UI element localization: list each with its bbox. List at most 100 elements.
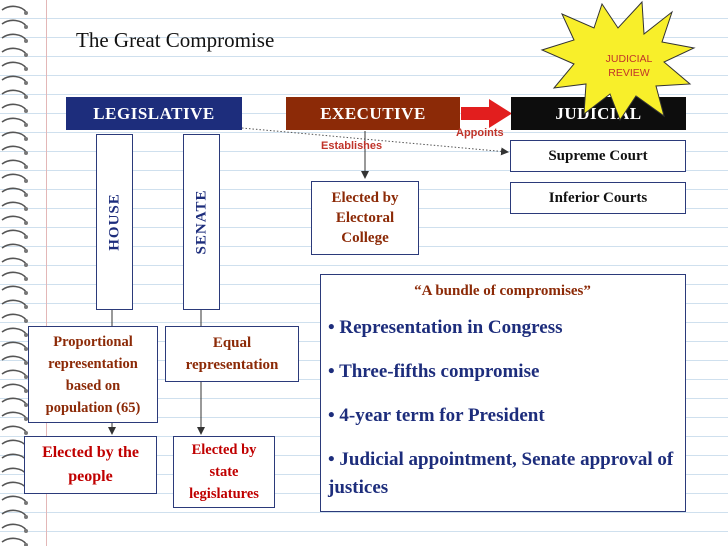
- executive-branch-box: EXECUTIVE: [286, 97, 460, 130]
- spiral-hole: [24, 179, 28, 183]
- spiral-hole: [24, 53, 28, 57]
- spiral-ring: [1, 523, 27, 531]
- spiral-ring: [1, 537, 27, 545]
- spiral-hole: [24, 193, 28, 197]
- spiral-ring: [1, 271, 27, 279]
- spiral-ring: [1, 299, 27, 307]
- spiral-ring: [1, 47, 27, 55]
- spiral-hole: [24, 319, 28, 323]
- proportional-line-3: based on: [65, 377, 121, 394]
- spiral-ring: [1, 19, 27, 27]
- proportional-line-1: Proportional: [53, 333, 133, 350]
- spiral-hole: [24, 277, 28, 281]
- page-title: The Great Compromise: [76, 28, 275, 52]
- spiral-ring: [1, 201, 27, 209]
- proportional-line-2: representation: [48, 355, 138, 372]
- spiral-ring: [1, 383, 27, 391]
- spiral-hole: [24, 389, 28, 393]
- electoral-college-box: Elected by Electoral College: [311, 181, 419, 255]
- equal-line-1: Equal: [212, 335, 252, 351]
- compromise-item-text: 4-year term for President: [339, 405, 545, 426]
- judicial-review-label: JUDICIAL REVIEW: [591, 52, 667, 80]
- spiral-hole: [24, 431, 28, 435]
- spiral-hole: [24, 11, 28, 15]
- spiral-ring: [1, 327, 27, 335]
- supreme-court-box: Supreme Court: [510, 140, 686, 172]
- compromise-item-text: Judicial appointment, Senate approval of…: [328, 449, 674, 498]
- spiral-ring: [1, 285, 27, 293]
- spiral-hole: [24, 25, 28, 29]
- spiral-ring: [1, 89, 27, 97]
- notebook-spiral-binding: [1, 5, 28, 546]
- compromise-item: • 4-year term for President: [328, 405, 545, 426]
- spiral-hole: [24, 137, 28, 141]
- compromises-title: “A bundle of compromises”: [414, 283, 591, 299]
- people-line-2: people: [68, 468, 113, 485]
- spiral-ring: [1, 145, 27, 153]
- spiral-ring: [1, 215, 27, 223]
- spiral-hole: [24, 361, 28, 365]
- spiral-ring: [1, 5, 27, 13]
- spiral-hole: [24, 165, 28, 169]
- compromise-item: • Judicial appointment, Senate approval …: [328, 449, 674, 498]
- spiral-ring: [1, 495, 27, 503]
- senate-label: SENATE: [193, 189, 209, 255]
- legislatures-line-3: legislatures: [189, 486, 259, 502]
- spiral-hole: [24, 375, 28, 379]
- notebook-margin-line: [46, 0, 47, 546]
- house-chamber-box: HOUSE: [96, 134, 133, 310]
- spiral-ring: [1, 117, 27, 125]
- spiral-hole: [24, 235, 28, 239]
- compromises-box: “A bundle of compromises” • Representati…: [320, 274, 686, 512]
- compromise-item: • Three-fifths compromise: [328, 361, 540, 382]
- spiral-ring: [1, 131, 27, 139]
- electoral-line-1: Elected by: [331, 190, 399, 206]
- spiral-hole: [24, 417, 28, 421]
- judicial-review-starburst: [540, 0, 696, 122]
- spiral-ring: [1, 61, 27, 69]
- executive-to-judicial-arrow-head: [489, 99, 512, 128]
- inferior-courts-box: Inferior Courts: [510, 182, 686, 214]
- spiral-hole: [24, 249, 28, 253]
- spiral-hole: [24, 529, 28, 533]
- spiral-hole: [24, 221, 28, 225]
- legislative-branch-box: LEGISLATIVE: [66, 97, 242, 130]
- spiral-hole: [24, 347, 28, 351]
- judicial-review-line-1: JUDICIAL: [605, 53, 653, 65]
- spiral-hole: [24, 151, 28, 155]
- spiral-ring: [1, 33, 27, 41]
- spiral-ring: [1, 509, 27, 517]
- spiral-hole: [24, 501, 28, 505]
- spiral-hole: [24, 305, 28, 309]
- spiral-ring: [1, 75, 27, 83]
- spiral-hole: [24, 39, 28, 43]
- elected-by-legislatures-box: Elected by state legislatures: [173, 436, 275, 508]
- spiral-hole: [24, 263, 28, 267]
- spiral-ring: [1, 411, 27, 419]
- proportional-representation-box: Proportional representation based on pop…: [28, 326, 158, 423]
- spiral-hole: [24, 95, 28, 99]
- spiral-ring: [1, 341, 27, 349]
- spiral-hole: [24, 67, 28, 71]
- equal-line-2: representation: [185, 357, 279, 373]
- spiral-hole: [24, 123, 28, 127]
- spiral-hole: [24, 109, 28, 113]
- spiral-hole: [24, 81, 28, 85]
- spiral-hole: [24, 207, 28, 211]
- compromise-item-text: Representation in Congress: [339, 317, 563, 338]
- spiral-ring: [1, 173, 27, 181]
- equal-representation-box: Equal representation: [165, 326, 299, 382]
- spiral-ring: [1, 425, 27, 433]
- legislatures-line-2: state: [209, 464, 239, 480]
- elected-by-people-box: Elected by the people: [24, 436, 157, 494]
- senate-chamber-box: SENATE: [183, 134, 220, 310]
- judicial-review-line-2: REVIEW: [608, 67, 650, 79]
- spiral-hole: [24, 333, 28, 337]
- legislatures-line-1: Elected by: [191, 442, 257, 458]
- spiral-ring: [1, 369, 27, 377]
- spiral-hole: [24, 543, 28, 546]
- spiral-ring: [1, 103, 27, 111]
- spiral-ring: [1, 257, 27, 265]
- spiral-hole: [24, 403, 28, 407]
- compromise-item: • Representation in Congress: [328, 317, 563, 338]
